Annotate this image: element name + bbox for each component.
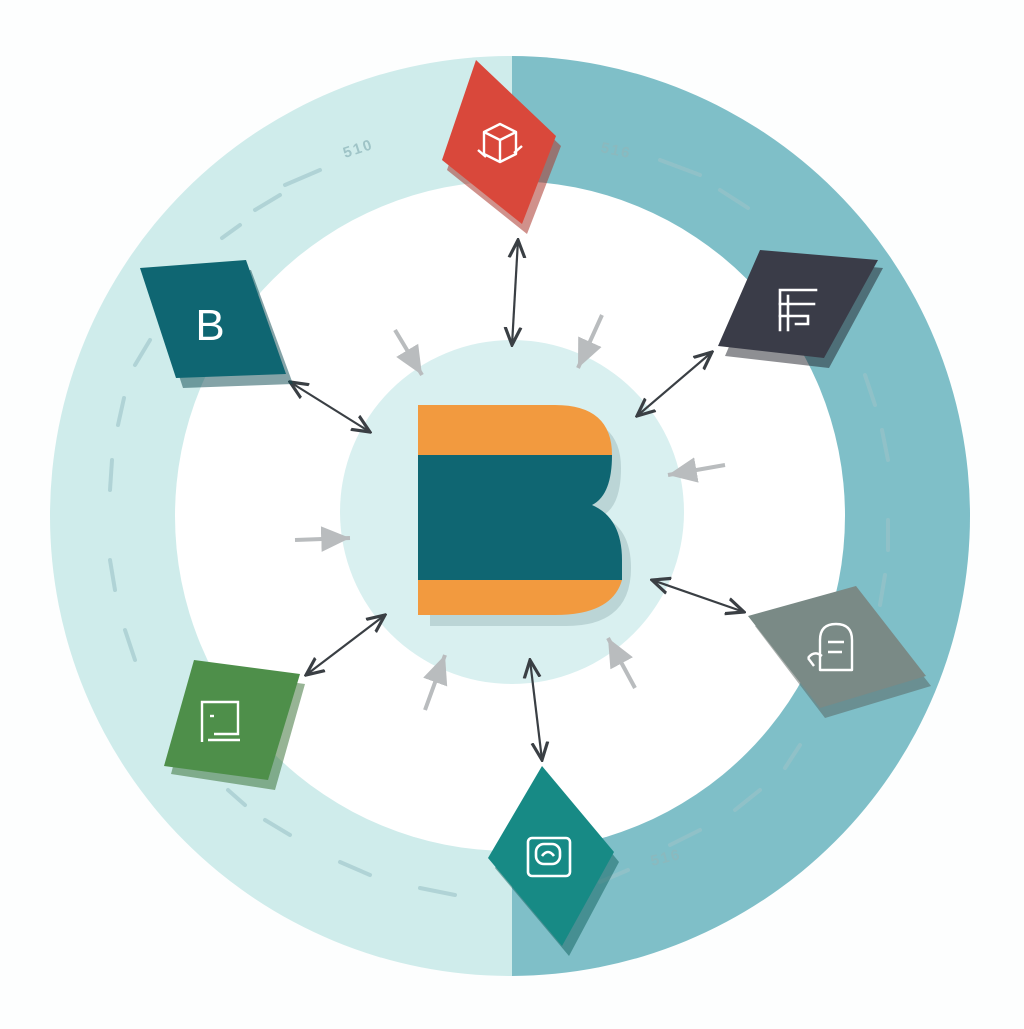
faded-arrow-2: [576, 314, 604, 369]
connector-top-left: [290, 382, 370, 432]
node-top-left[interactable]: B: [140, 260, 293, 388]
faded-arrow-4: [294, 526, 351, 552]
connector-bottom-left: [306, 615, 385, 675]
connector-right: [652, 580, 744, 612]
center-hub: [340, 340, 684, 684]
connector-top: [512, 240, 518, 345]
document-icon: [778, 288, 818, 332]
box-icon: [477, 122, 523, 164]
node-label-b: B: [195, 301, 224, 350]
node-top[interactable]: [442, 60, 561, 234]
faded-arrow-5: [423, 654, 448, 711]
faded-arrow-3: [667, 457, 726, 483]
node-right[interactable]: [748, 586, 931, 718]
nodes: B: [140, 60, 931, 956]
monitor-icon: [200, 700, 240, 742]
center-b-logo: [418, 405, 631, 626]
faded-arrow-6: [606, 637, 637, 689]
image-icon: [526, 836, 572, 878]
node-top-right[interactable]: [718, 250, 883, 368]
ring-label-right: 516: [599, 139, 633, 162]
faded-arrow-1: [393, 328, 424, 377]
connector-top-right: [637, 352, 712, 416]
node-bottom-left[interactable]: [164, 660, 305, 790]
node-bottom[interactable]: [488, 766, 619, 956]
user-icon: [807, 622, 854, 672]
connector-bottom: [530, 660, 542, 760]
connectors: [290, 240, 744, 760]
faded-arrows: [294, 314, 726, 711]
